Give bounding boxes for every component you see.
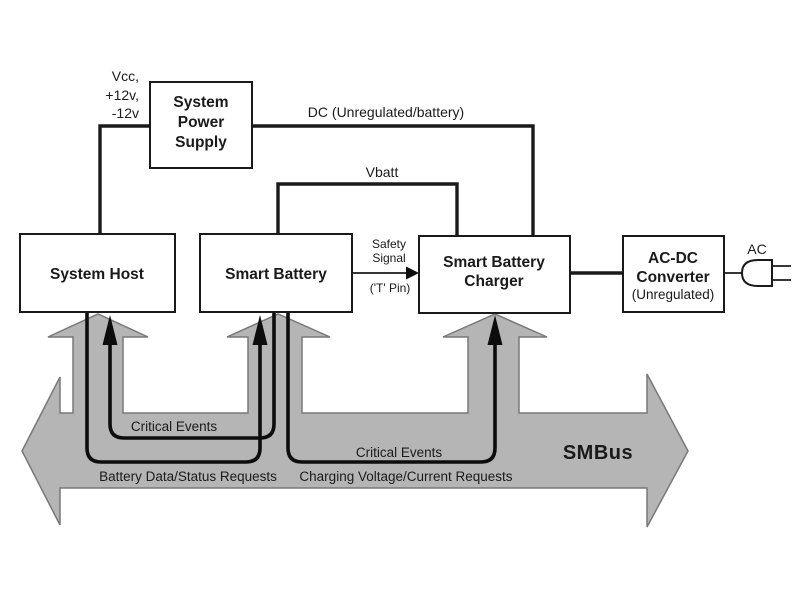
dc-unregulated-label: DC (Unregulated/battery) — [308, 104, 464, 120]
t-pin-label: ('T' Pin) — [370, 281, 411, 295]
vcc-power-line — [98, 124, 150, 234]
ac-plug-body — [740, 259, 773, 287]
power-supply-label-line3: Supply — [175, 134, 227, 151]
vbatt-label: Vbatt — [366, 164, 399, 180]
acdc-label-line1: AC-DC — [648, 250, 698, 267]
safety-signal-arrowhead — [406, 266, 419, 280]
dc-unregulated-line — [252, 124, 535, 236]
vbatt-line — [276, 182, 459, 236]
system-host-box — [19, 233, 176, 313]
smart-battery-charger-box — [418, 235, 571, 314]
battery-data-requests-label: Battery Data/Status Requests — [99, 469, 277, 484]
critical-events-charger-label: Critical Events — [356, 445, 443, 460]
vcc-label-line2: +12v, — [105, 87, 139, 103]
charging-requests-label: Charging Voltage/Current Requests — [299, 469, 512, 484]
battery-data-requests-arrowhead — [252, 315, 268, 345]
power-supply-label-line2: Power — [178, 114, 225, 131]
system-power-supply-box — [149, 81, 253, 169]
acdc-label-line3: (Unregulated) — [632, 287, 715, 302]
smbus-bus-arrow — [21, 313, 689, 528]
ac-label: AC — [747, 241, 766, 257]
smbus-label: SMBus — [563, 442, 633, 464]
critical-events-host-arrowhead — [102, 315, 118, 345]
ac-dc-converter-box — [622, 235, 725, 313]
vcc-label-line1: Vcc, — [112, 68, 139, 84]
safety-signal-label-line2: Signal — [372, 251, 405, 265]
system-host-label: System Host — [50, 266, 144, 283]
charger-label-line2: Charger — [464, 273, 523, 290]
power-supply-label-line1: System — [173, 94, 228, 111]
charger-label-line1: Smart Battery — [443, 254, 545, 271]
critical-events-host-line — [108, 312, 276, 440]
smart-battery-label: Smart Battery — [225, 266, 327, 283]
smart-battery-box — [199, 233, 353, 313]
critical-events-host-label: Critical Events — [131, 419, 218, 434]
vcc-label-line3: -12v — [112, 105, 139, 121]
charging-requests-line — [286, 312, 497, 464]
battery-data-requests-line — [85, 312, 262, 464]
acdc-label-line2: Converter — [636, 269, 709, 286]
charging-requests-arrowhead — [487, 315, 503, 345]
safety-signal-label-line1: Safety — [372, 237, 406, 251]
